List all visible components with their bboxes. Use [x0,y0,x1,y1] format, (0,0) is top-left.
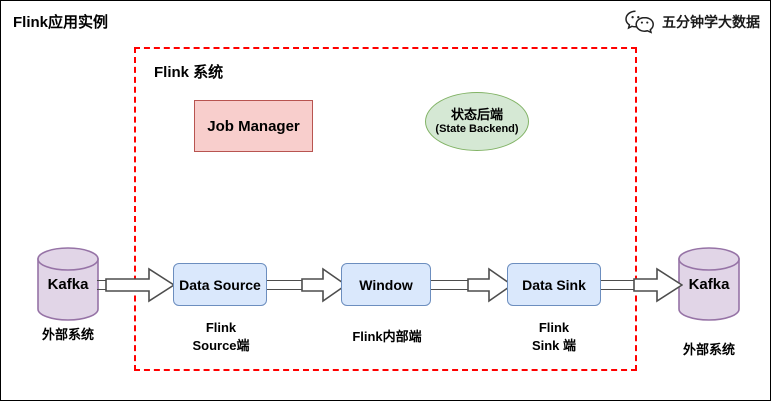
connector-sink-to-kafka [600,280,648,290]
wechat-icon [624,9,656,35]
state-backend-label-en: (State Backend) [435,122,519,135]
data-source-node: Data Source [173,263,267,306]
brand-label: 五分钟学大数据 [662,14,760,30]
caption-external-left: 外部系统 [41,327,94,342]
caption-external-right: 外部系统 [682,342,735,357]
arrow-window-to-sink-icon [467,267,513,303]
kafka-source-node: Kafka [36,246,100,322]
data-sink-node: Data Sink [507,263,601,306]
arrow-sink-to-kafka-icon [633,267,683,303]
connector-window-to-sink [430,280,480,290]
state-backend-label-cn: 状态后端 [450,106,503,122]
flink-system-label: Flink 系统 [154,64,224,81]
caption-flink-sink-side: Flink Sink 端 [531,320,577,353]
job-manager-node: Job Manager [194,100,313,152]
arrow-kafka-to-source-icon [105,267,175,303]
page-title: Flink应用实例 [13,14,109,31]
kafka-sink-node: Kafka [677,246,741,322]
caption-flink-source-side: Flink Source端 [192,320,250,353]
state-backend-node: 状态后端 (State Backend) [425,92,529,151]
flink-system-region [134,47,637,371]
connector-source-to-window [266,280,314,290]
brand-watermark: 五分钟学大数据 [624,9,760,35]
caption-flink-internal-side: Flink内部端 [352,329,422,344]
arrow-source-to-window-icon [301,267,347,303]
window-node: Window [341,263,431,306]
